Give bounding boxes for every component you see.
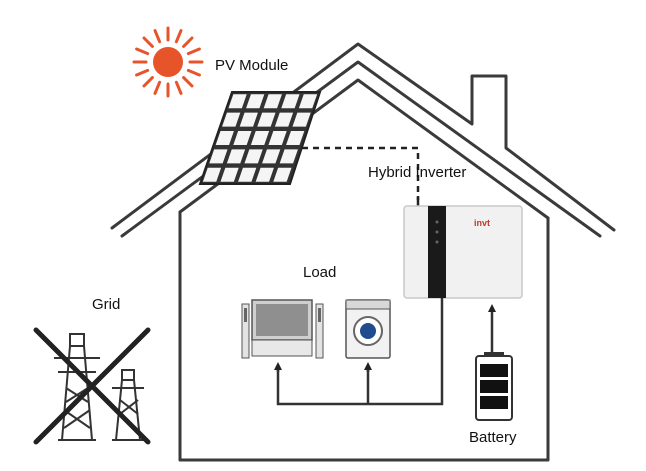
washing-machine-icon [345, 299, 391, 359]
crossed-out-icon [33, 327, 151, 445]
grid-label: Grid [92, 296, 120, 313]
solar-cell [239, 112, 258, 127]
solar-cell [298, 94, 318, 109]
battery-icon [475, 352, 513, 421]
solar-cell [222, 112, 241, 127]
solar-cell [274, 112, 294, 127]
roof-middle-line [120, 60, 602, 238]
load-wiring [276, 298, 444, 406]
solar-cell [220, 167, 239, 182]
roof-outer-line [110, 42, 616, 232]
load-label: Load [303, 264, 336, 281]
solar-cell [233, 131, 252, 145]
solar-cell [215, 131, 234, 145]
house-outline [110, 42, 616, 462]
solar-cell [244, 149, 263, 164]
solar-cell [281, 94, 300, 109]
solar-cell [286, 131, 305, 145]
battery-label: Battery [469, 429, 517, 446]
house-walls [178, 210, 550, 462]
solar-cell [292, 112, 311, 127]
pv-module-label: PV Module [215, 57, 288, 74]
solar-cell [228, 94, 247, 109]
solar-cell [263, 94, 282, 109]
solar-cell [257, 112, 276, 127]
solar-cell [268, 131, 287, 145]
television-icon [241, 299, 324, 359]
solar-cell [202, 167, 222, 182]
sun-icon [132, 26, 204, 98]
hybrid-inverter-label: Hybrid Inverter [368, 164, 466, 181]
solar-cell [209, 149, 228, 164]
solar-cell [250, 131, 270, 145]
solar-cell [238, 167, 257, 182]
solar-cell [279, 149, 298, 164]
solar-panel-icon [198, 91, 322, 185]
solar-cell [262, 149, 281, 164]
solar-cell [246, 94, 265, 109]
solar-cell [226, 149, 246, 164]
pv-to-inverter-link [302, 146, 420, 200]
hybrid-inverter-icon: invt [403, 205, 523, 299]
inverter-brand-logo: invt [474, 218, 490, 228]
solar-cell [273, 167, 292, 182]
solar-cell [255, 167, 274, 182]
